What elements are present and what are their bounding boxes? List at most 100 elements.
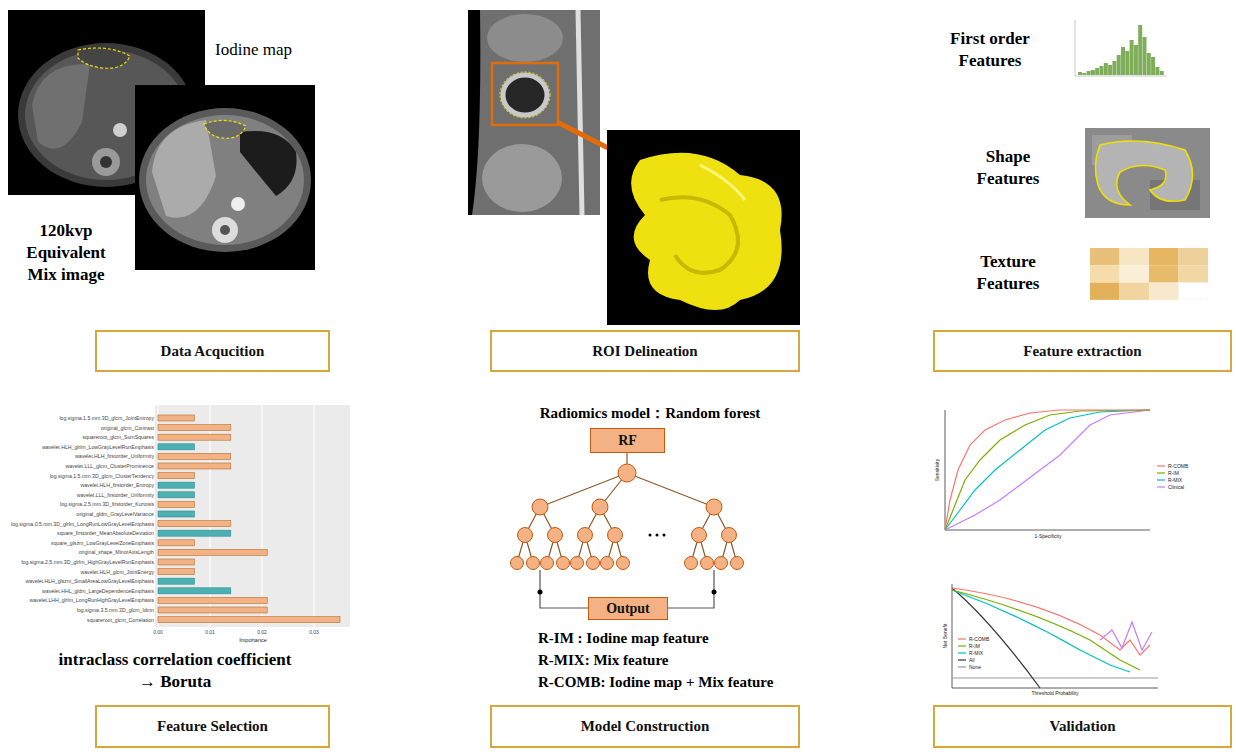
legend-text: R-MIX (969, 650, 983, 656)
decision-curve-plot (1100, 622, 1152, 650)
roc-plot (945, 410, 1150, 530)
importance-bar (158, 597, 267, 603)
roc-plot (930, 405, 1155, 545)
axis-tick: 0.02 (257, 629, 267, 635)
histogram-bar (1143, 37, 1147, 75)
axis-title: 1-Specificity (1035, 533, 1062, 539)
shape-image (1095, 141, 1192, 205)
texture-matrix (1090, 248, 1208, 300)
feature-name: squareroot_glcm_SumSquares (82, 434, 154, 440)
histogram-bar (1160, 71, 1164, 75)
texture-matrix (1120, 265, 1150, 282)
legend-entry: R-MIX (1157, 477, 1182, 483)
tree-node-circle (557, 557, 570, 570)
ellipsis-dots (649, 534, 652, 537)
model-note: R-IM : Iodine map feature (538, 630, 709, 647)
stage-label: Model Construction (581, 718, 710, 735)
roc-plot (945, 410, 1150, 530)
ellipsis-dots (538, 590, 543, 595)
texture-matrix (1090, 248, 1120, 265)
tree-node-circle (692, 528, 707, 543)
stage-label: Output (606, 601, 650, 617)
decision-curve-plot (952, 584, 1158, 688)
mix-image (220, 225, 230, 235)
histogram-bar (1125, 51, 1129, 75)
legend-text: R-IM (969, 643, 980, 649)
iodine-map-image (92, 148, 120, 176)
histogram-bar (1100, 66, 1104, 75)
legend-line-sample (958, 636, 967, 642)
legend-entry: R-COMB (958, 636, 989, 642)
tumor-3d-render (631, 153, 782, 310)
legend-text: All (969, 657, 975, 663)
axis-title: Importance (239, 637, 267, 643)
histogram-bar (1078, 72, 1082, 75)
legend-line-sample (958, 666, 966, 667)
texture-matrix (1179, 283, 1209, 300)
legend-entry: All (958, 657, 975, 663)
importance-bar (158, 578, 194, 584)
caption-text: Iodine map (215, 40, 292, 60)
legend-line-sample (958, 652, 966, 653)
histogram-bar (1104, 63, 1108, 75)
importance-bar (158, 540, 194, 546)
importance-bar (158, 530, 231, 536)
feature-name: log.sigma.0.5.mm.3D_glrlm_LongRunLowGray… (11, 521, 154, 527)
legend-line-sample (958, 650, 967, 656)
rf-box: RF (590, 428, 665, 453)
importance-bar (158, 501, 194, 507)
stage-label-box: Feature extraction (933, 330, 1232, 372)
random-forest-tree (626, 453, 627, 464)
sagittal-ct-image (500, 72, 550, 118)
importance-bar (158, 444, 194, 450)
feature-name: log.sigma.3.5.mm.3D_glcm_Idmn (77, 607, 154, 613)
texture-matrix (1179, 265, 1209, 282)
tree-node-circle (601, 557, 614, 570)
legend-entry: R-MIX (958, 650, 983, 656)
legend-entry: R-IM (958, 643, 980, 649)
legend-line-sample (1157, 479, 1165, 480)
mix-image (204, 120, 246, 138)
stage-label-box: Feature Selection (95, 705, 330, 748)
roc-plot (945, 410, 1150, 530)
stage-label: RF (618, 433, 637, 449)
stage-label: Data Acqucition (161, 343, 265, 360)
tree-node-circle (571, 557, 584, 570)
mix-image (139, 108, 311, 252)
stage-label: Feature Selection (157, 718, 268, 735)
texture-matrix (1120, 283, 1150, 300)
sagittal-ct-image (557, 122, 612, 150)
tree-node-circle (706, 499, 722, 515)
tumor-3d-render (700, 165, 745, 200)
sagittal-ct-image (578, 10, 582, 215)
random-forest-tree (517, 453, 737, 608)
legend-line-sample (958, 659, 966, 660)
ellipsis-dots (656, 534, 659, 537)
legend-line-sample (1157, 470, 1166, 476)
legend-text: None (969, 664, 981, 670)
feature-name: original_gldm_GrayLevelVariance (77, 511, 154, 517)
ellipsis-dots (538, 534, 717, 595)
histogram-bar (1117, 55, 1121, 75)
mix-image (240, 131, 297, 196)
feature-name: square_firstorder_MeanAbsoluteDeviation (57, 530, 154, 536)
legend-text: R-IM (1168, 470, 1179, 476)
legend-line-sample (1157, 465, 1165, 466)
histogram-bar (1155, 67, 1159, 75)
legend-text: R-COMB (969, 636, 989, 642)
importance-bar (158, 463, 231, 469)
axis-tick: 0.01 (205, 629, 215, 635)
legend-entry: Clinical (1157, 484, 1184, 490)
feature-name: log.sigma.2.5.mm.3D_glrlm_HighGrayLevelR… (21, 559, 154, 565)
legend-line-sample (958, 645, 966, 646)
feature-name: wavelet.LHH_glrlm_LongRunHighGrayLevelEm… (29, 597, 154, 603)
histogram-bar (1087, 71, 1091, 75)
feature-name: log.sigma.1.5.mm.3D_glcm_ClusterTendency (50, 473, 154, 479)
tree-node-circle (618, 464, 636, 482)
histogram-bar (1138, 25, 1142, 75)
histogram-bar (1134, 45, 1138, 75)
decision-curve-plot (952, 588, 1158, 688)
importance-bar (158, 559, 194, 565)
iodine-map-image (78, 48, 130, 68)
